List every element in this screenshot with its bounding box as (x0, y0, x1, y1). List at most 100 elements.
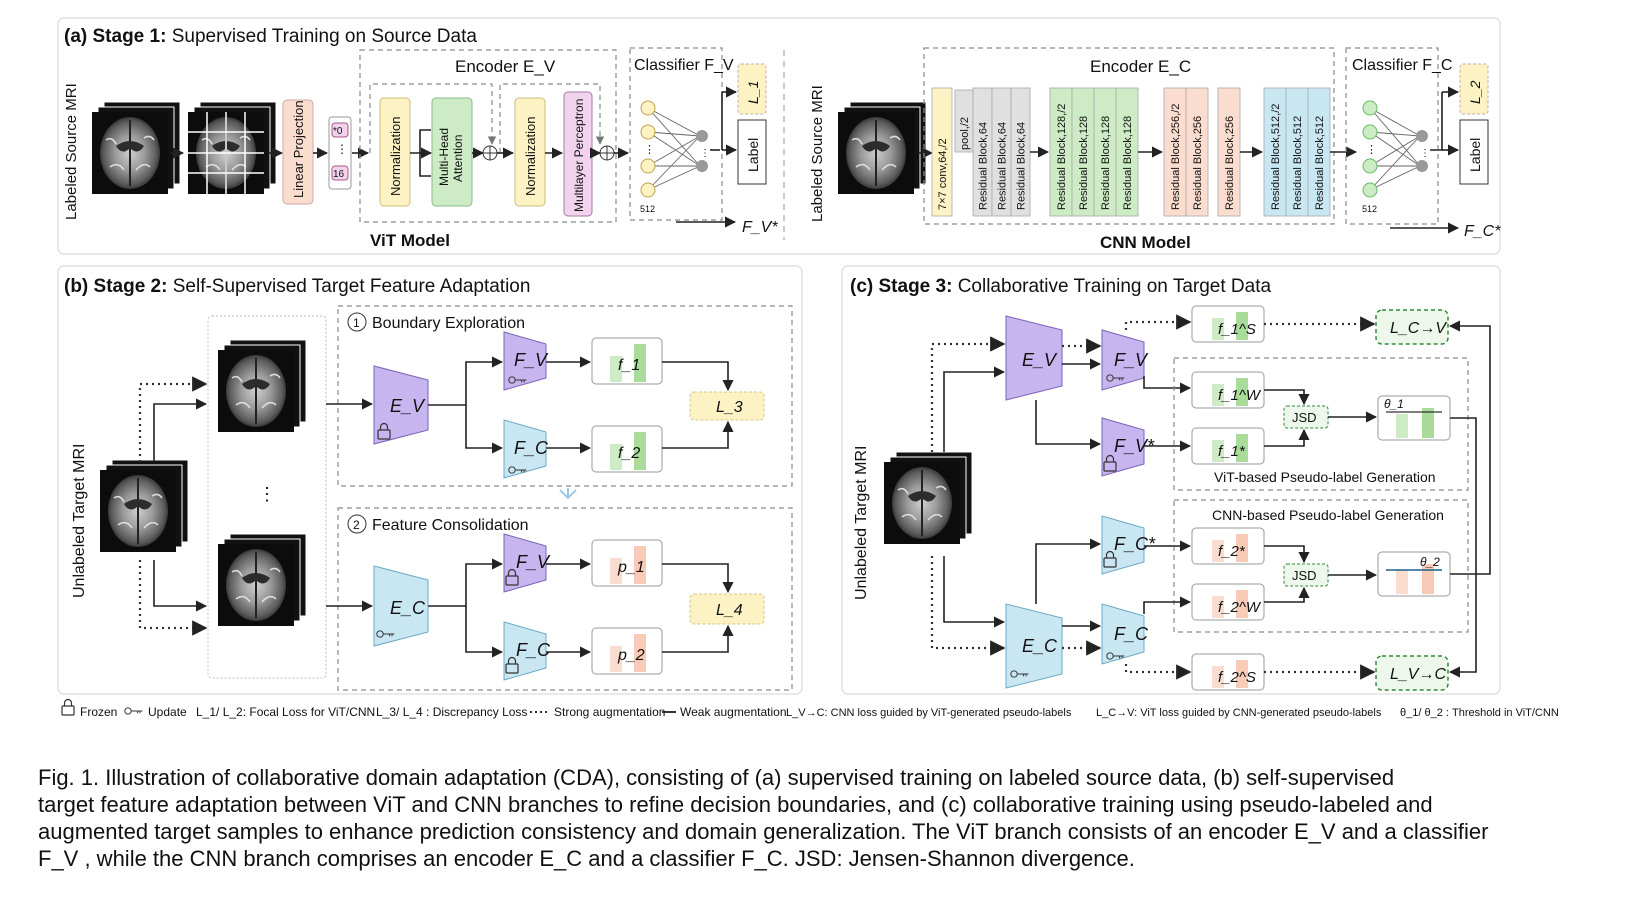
s3-fcstar-label: F_C* (1114, 534, 1156, 554)
cnn-n512: 512 (1362, 204, 1377, 214)
s3-fc-classifier (1101, 603, 1145, 665)
l3-label: L_3 (716, 399, 743, 416)
cnn-classifier-label: Classifier F_C (1352, 57, 1452, 74)
stage2-ellipsis: ⋮ (258, 484, 276, 504)
stage2-aug-frame (207, 315, 327, 679)
boundary-title: Boundary Exploration (372, 315, 525, 332)
caption-line-1: Fig. 1. Illustration of collaborative do… (38, 765, 1395, 790)
source-mri-stack (92, 102, 180, 194)
vit-label-text: Label (745, 138, 761, 172)
stage1-side-label-cnn: Labeled Source MRI (809, 85, 826, 222)
s3-ec-encoder (1005, 603, 1063, 689)
cnn-block-label-3: Residual Block,64 (978, 122, 990, 210)
s3-f1star-label: f_1* (1218, 443, 1246, 460)
consolidation-title: Feature Consolidation (372, 517, 529, 534)
token-last: *0 (333, 126, 343, 137)
cnn-block-label-2: pool,/2 (959, 117, 971, 150)
s3-ev-label: E_V (1022, 350, 1058, 370)
cnn-block-label-1: 7×7 conv,64,/2 (937, 138, 949, 210)
s3-f2w-label: f_2^W (1218, 599, 1262, 616)
legend-l12: L_1/ L_2: Focal Loss for ViT/CNN (196, 705, 375, 719)
s2-fv-label-2: F_V (516, 552, 551, 572)
l-cv-label: L_C→V (1390, 320, 1447, 337)
s3-ec-label: E_C (1022, 636, 1058, 656)
stage1-side-label-vit: Labeled Source MRI (63, 83, 80, 220)
s2-fc-classifier-2 (503, 621, 547, 681)
s2-p2-label: p_2 (617, 647, 645, 664)
s3-fcstar-classifier (1101, 515, 1145, 575)
vit-norm-2-label: Normalization (523, 117, 538, 196)
cnn-classifier-frame (1345, 47, 1439, 225)
stage3-title: (c) Stage 3: Collaborative Training on T… (850, 276, 1271, 297)
caption-line-3: augmented target samples to enhance pred… (38, 819, 1489, 844)
stage3-target-mri (884, 452, 972, 544)
cnn-pseudo-title: CNN-based Pseudo-label Generation (1212, 507, 1444, 523)
l-cv-box (1375, 309, 1449, 345)
linear-projection-label: Linear Projection (291, 100, 306, 198)
legend-strong: Strong augmentation (554, 705, 665, 719)
vit-classifier-label: Classifier F_V (634, 57, 734, 74)
s2-fv-label-1: F_V (514, 350, 549, 370)
vit-label-box (737, 119, 767, 185)
stage3-side-label: Unlabeled Target MRI (853, 446, 870, 600)
cnn-classifier-nodes: ⋮ ⋮ (1362, 100, 1430, 198)
consolidation-num: 2 (353, 518, 360, 532)
svg-text:⋮: ⋮ (644, 144, 655, 156)
l3-box (689, 391, 765, 421)
cnn-block-label-6: Residual Block,128,/2 (1056, 104, 1068, 210)
s2-f2-label: f_2 (618, 445, 640, 462)
vit-mlp-label: Multilayer Perceptron (572, 99, 586, 212)
legend: Frozen Update L_1/ L_2: Focal Loss for V… (61, 698, 1559, 719)
s3-fv-label: F_V (1114, 350, 1149, 370)
s2-ev-label: E_V (390, 396, 426, 416)
cnn-block-1 (931, 87, 953, 217)
svg-text:⋮: ⋮ (1366, 144, 1377, 156)
legend-update: Update (148, 705, 187, 719)
s3-theta1-label: θ_1 (1384, 397, 1404, 411)
cnn-block-label-8: Residual Block,128 (1100, 116, 1112, 210)
l4-box (689, 593, 765, 625)
s2-p1-label: p_1 (617, 559, 645, 576)
legend-lvc: L_V→C: CNN loss guided by ViT-generated … (786, 707, 1072, 719)
s2-ec-label: E_C (390, 598, 426, 618)
s3-theta2-label: θ_2 (1420, 555, 1440, 569)
vit-pseudo-title: ViT-based Pseudo-label Generation (1214, 469, 1436, 485)
cnn-block-label-14: Residual Block,512 (1292, 116, 1304, 210)
cnn-model-title: CNN Model (1100, 233, 1191, 252)
vit-classifier-nodes: ⋮ ⋮ (640, 100, 710, 198)
vit-n512: 512 (640, 204, 655, 214)
s3-f1w-label: f_1^W (1218, 387, 1262, 404)
vit-mha-label-1: Multi-Head (437, 128, 451, 186)
caption-line-4: F_V , while the CNN branch comprises an … (38, 846, 1135, 871)
s2-ec-encoder (373, 565, 429, 647)
s3-jsd-1-label: JSD (1292, 410, 1317, 425)
s3-ev-encoder (1005, 315, 1063, 401)
cnn-pseudo-frame (1173, 499, 1469, 633)
token-first: 16 (333, 169, 345, 180)
s2-fc-classifier-1 (503, 419, 547, 479)
stage2-target-mri (100, 460, 188, 552)
s3-fvstar-label: F_V* (1114, 436, 1155, 456)
svg-text:⋮: ⋮ (336, 142, 348, 156)
l1-box (737, 63, 767, 115)
s2-fv-classifier-2 (503, 533, 547, 593)
vit-norm-1-label: Normalization (388, 117, 403, 196)
cnn-block-label-10: Residual Block,256,/2 (1170, 104, 1182, 210)
cnn-label-box (1459, 119, 1489, 185)
cnn-block-label-9: Residual Block,128 (1122, 116, 1134, 210)
cnn-label-text: Label (1467, 138, 1483, 172)
legend-frozen: Frozen (80, 705, 117, 719)
boundary-frame (337, 305, 793, 487)
l-vc-label: L_V→C (1390, 666, 1446, 683)
s2-fc-label-1: F_C (514, 438, 549, 458)
s2-f1-label: f_1 (618, 357, 640, 374)
boundary-num: 1 (353, 316, 360, 330)
svg-text:⋮: ⋮ (700, 148, 710, 159)
vit-encoder-frame (359, 49, 617, 223)
consolidation-frame (337, 507, 793, 691)
legend-l34: L_3/ L_4 : Discrepancy Loss (376, 705, 527, 719)
cnn-block-label-11: Residual Block,256 (1192, 116, 1204, 210)
cnn-block-label-12: Residual Block,256 (1224, 116, 1236, 210)
cnn-encoder-frame (923, 47, 1335, 225)
